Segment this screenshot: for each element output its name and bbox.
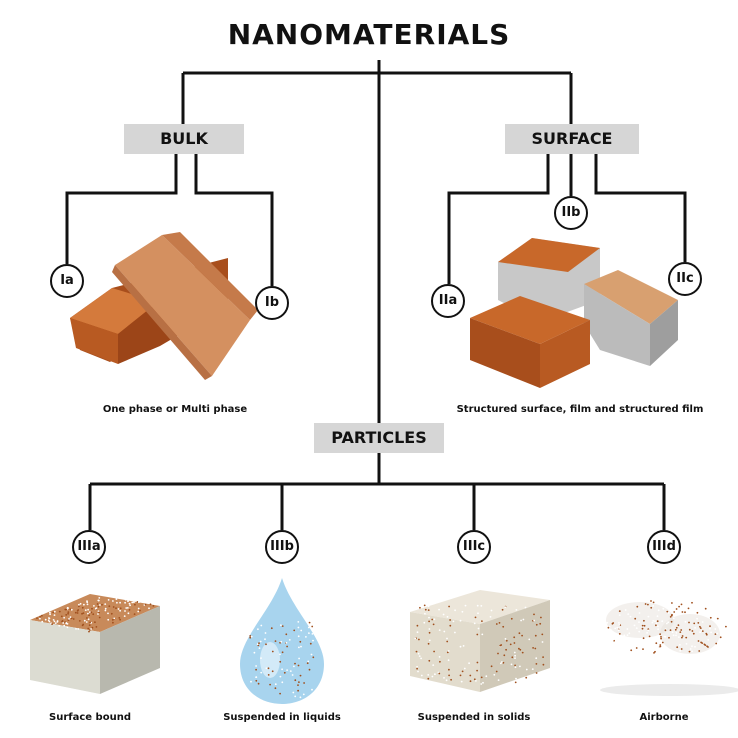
diagram-title: NANOMATERIALS	[227, 18, 511, 51]
badge-iiia: IIIa	[72, 530, 106, 564]
caption-iiid: Airborne	[639, 712, 689, 723]
liquid-droplet-image	[240, 578, 324, 704]
caption-iiic: Suspended in solids	[417, 712, 531, 723]
caption-bulk: One phase or Multi phase	[102, 404, 248, 415]
badge-iiib: IIIb	[265, 530, 299, 564]
badge-iiid: IIId	[647, 530, 681, 564]
surface-blocks-image	[470, 238, 678, 388]
badge-iiic: IIIc	[457, 530, 491, 564]
caption-iiia: Surface bound	[49, 712, 131, 723]
surface-category-box: SURFACE	[505, 124, 639, 154]
badge-iib: IIb	[554, 196, 588, 230]
particles-liquid	[249, 619, 315, 699]
particles-surface-bound	[36, 593, 155, 633]
particles-category-box: PARTICLES	[314, 423, 444, 453]
airborne-cloud-image	[600, 602, 738, 696]
badge-ib: Ib	[255, 286, 289, 320]
bulk-bricks-image	[70, 232, 258, 380]
bulk-category-box: BULK	[124, 124, 244, 154]
badge-iia: IIa	[431, 284, 465, 318]
badge-iic: IIc	[668, 262, 702, 296]
caption-iiib: Suspended in liquids	[223, 712, 341, 723]
badge-ia: Ia	[50, 264, 84, 298]
caption-surface: Structured surface, film and structured …	[456, 404, 704, 415]
particles-solid	[414, 604, 545, 685]
particles-airborne	[604, 599, 727, 656]
solid-block-image	[410, 590, 550, 692]
